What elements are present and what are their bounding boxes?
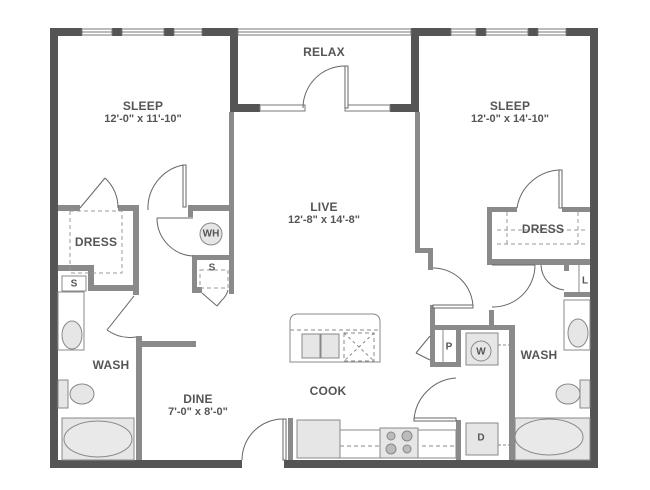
room-dress-right: DRESS <box>522 222 564 236</box>
room-name: SLEEP <box>489 99 531 113</box>
room-live: LIVE 12'-8" x 14'-8" <box>288 200 360 228</box>
room-name: SLEEP <box>122 99 164 113</box>
water-heater <box>199 222 223 246</box>
room-dine: DINE 7'-0" x 8'-0" <box>168 392 228 420</box>
dryer-label: D <box>477 432 485 444</box>
windows <box>81 28 567 112</box>
left-bath-fixtures <box>57 275 135 461</box>
room-sleep-left: SLEEP 12'-0" x 11'-10" <box>104 99 181 127</box>
room-sleep-right: SLEEP 12'-0" x 14'-10" <box>471 99 549 127</box>
room-name: DRESS <box>521 222 565 236</box>
room-cook: COOK <box>310 384 347 398</box>
room-name: WASH <box>92 358 130 372</box>
small-closets <box>442 265 580 362</box>
room-name: RELAX <box>303 45 345 59</box>
exterior-walls <box>50 28 598 468</box>
washer-label: W <box>476 346 486 358</box>
room-dimensions: 7'-0" x 8'-0" <box>168 406 228 419</box>
linen-label: L <box>581 275 589 287</box>
kitchen-island <box>289 313 381 363</box>
interior-walls <box>58 112 590 460</box>
room-wash-right: WASH <box>521 348 558 362</box>
room-name: COOK <box>309 384 347 398</box>
room-dimensions: 12'-8" x 14'-8" <box>288 214 360 227</box>
water-heater-label: WH <box>202 228 220 240</box>
room-dress-left: DRESS <box>75 235 117 249</box>
room-wash-left: WASH <box>93 358 130 372</box>
right-bath-fixtures <box>514 299 591 461</box>
room-dimensions: 12'-0" x 14'-10" <box>470 113 550 126</box>
storage-label-hall: S <box>208 262 216 274</box>
room-relax: RELAX <box>303 45 345 59</box>
room-name: WASH <box>520 348 558 362</box>
storage-label-bath: S <box>70 278 78 290</box>
pantry-label: P <box>445 341 453 353</box>
room-name: DRESS <box>74 235 118 249</box>
room-dimensions: 12'-0" x 11'-10" <box>104 113 182 126</box>
closet-dashed-lines <box>69 210 588 289</box>
laundry <box>465 332 509 456</box>
room-name: DINE <box>183 392 213 406</box>
room-name: LIVE <box>310 200 338 214</box>
kitchen-counter <box>296 419 457 459</box>
doors <box>79 65 565 461</box>
